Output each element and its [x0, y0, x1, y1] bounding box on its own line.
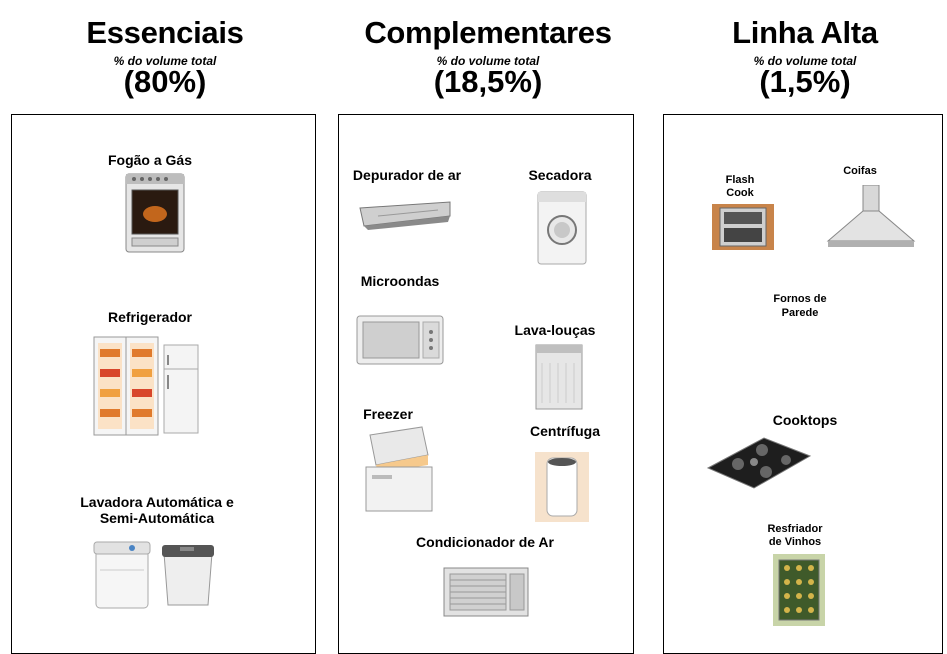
header-complementares: Complementares % do volume total (18,5%) — [348, 16, 628, 98]
header-linha-alta: Linha Alta % do volume total (1,5%) — [680, 16, 930, 98]
microwave-icon — [356, 315, 444, 365]
label-resfriador-line1: Resfriador — [767, 523, 823, 535]
label-fornos-de-parede-line2: Parede — [781, 307, 819, 319]
label-condicionador-de-ar: Condicionador de Ar — [416, 534, 554, 550]
column-title: Essenciais — [86, 15, 244, 50]
label-secadora: Secadora — [528, 167, 592, 183]
label-resfriador-line2: de Vinhos — [768, 536, 822, 548]
label-centrifuga: Centrífuga — [530, 423, 600, 439]
label-lava-loucas: Lava-louças — [514, 322, 596, 338]
washing-machine-icon — [93, 541, 151, 609]
semi-automatic-washer-icon — [162, 545, 214, 606]
refrigerator-icon — [93, 336, 199, 436]
label-flash-cook-line2: Cook — [726, 187, 754, 199]
column-percent: (18,5%) — [433, 64, 543, 99]
label-lavadora-line1: Lavadora Automática e — [80, 494, 234, 510]
wall-oven-flash-cook-icon — [712, 204, 774, 250]
label-refrigerador: Refrigerador — [107, 309, 193, 325]
column-percent: (1,5%) — [759, 64, 851, 99]
range-hood-icon — [826, 185, 916, 247]
wine-cooler-icon — [773, 554, 825, 626]
label-cooktops: Cooktops — [772, 412, 838, 428]
column-percent: (80%) — [123, 64, 207, 99]
label-lavadora-line2: Semi-Automática — [99, 510, 215, 526]
header-essenciais: Essenciais % do volume total (80%) — [35, 16, 295, 98]
label-fogao-a-gas: Fogão a Gás — [107, 152, 193, 168]
label-depurador-de-ar: Depurador de ar — [352, 167, 462, 183]
column-subtitle: % do volume total — [436, 54, 540, 68]
cooktop-icon — [706, 437, 812, 489]
label-freezer: Freezer — [363, 406, 413, 422]
dryer-icon — [537, 191, 587, 265]
column-subtitle: % do volume total — [113, 54, 217, 68]
column-subtitle: % do volume total — [753, 54, 857, 68]
chest-freezer-icon — [365, 426, 433, 512]
label-fornos-de-parede-line1: Fornos de — [773, 293, 827, 305]
label-coifas: Coifas — [843, 165, 877, 177]
range-hood-purifier-icon — [359, 201, 451, 230]
air-conditioner-icon — [443, 567, 529, 617]
dishwasher-icon — [535, 344, 583, 410]
column-title: Linha Alta — [732, 15, 878, 50]
column-title: Complementares — [364, 15, 612, 50]
centrifuge-icon — [535, 452, 589, 522]
gas-stove-icon — [125, 173, 185, 253]
label-microondas: Microondas — [360, 273, 440, 289]
label-flash-cook-line1: Flash — [725, 174, 755, 186]
